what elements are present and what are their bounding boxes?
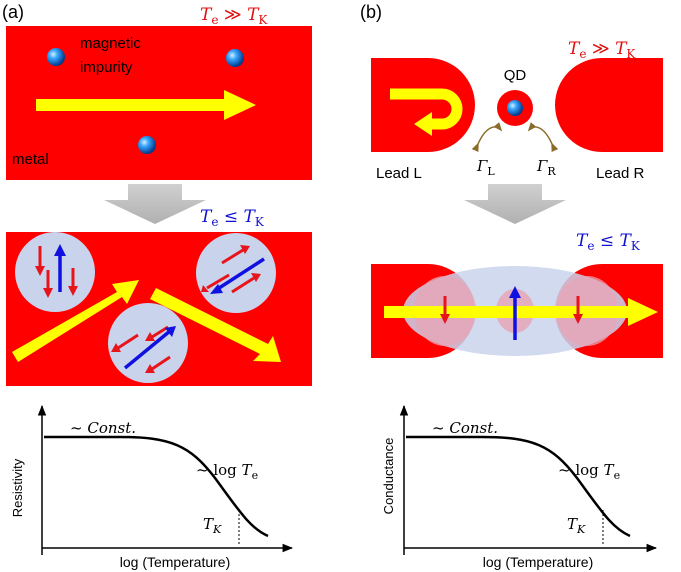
transmitted-electron-arrow [384, 298, 658, 326]
quantum-dot-label: QD [504, 67, 527, 84]
magnetic-impurity-label-line1: magnetic [80, 35, 141, 52]
cooling-arrow-a [104, 184, 206, 224]
reflected-arrow-head [414, 112, 432, 136]
scattered-electron-arrow-in [12, 280, 139, 362]
resistivity-plot: Resistivity log (Temperature) ~ Const. ~… [10, 404, 294, 570]
impurity-ball [226, 49, 244, 67]
impurity-ball [47, 48, 65, 66]
const-annotation: ~ Const. [70, 419, 136, 437]
log-annotation: ~ log Te [558, 461, 620, 482]
magnetic-impurity-label-line2: impurity [80, 59, 133, 76]
tk-annotation: TK [203, 515, 222, 536]
cooling-arrow-b [464, 184, 566, 224]
spin-lead-right [573, 296, 583, 324]
gamma-l-label: ΓL [476, 157, 495, 178]
temp-condition-a-mid: Te ≤ TK [200, 207, 265, 229]
conductance-plot: Conductance log (Temperature) ~ Const. ~… [381, 404, 658, 570]
temp-condition-a-top: Te ≫ TK [200, 5, 268, 27]
kondo-cloud [196, 233, 276, 313]
spin-cluster-1 [35, 244, 78, 298]
kondo-cloud [108, 303, 188, 383]
temp-condition-b-mid: Te ≤ TK [576, 231, 641, 253]
metal-label: metal [12, 151, 49, 168]
lead-right-label: Lead R [596, 165, 645, 182]
scattered-electron-arrow-out [150, 288, 281, 362]
impurity-ball [138, 136, 156, 154]
y-axis-label: Conductance [381, 438, 396, 515]
x-axis-label: log (Temperature) [483, 554, 594, 570]
resistivity-curve [44, 435, 269, 538]
x-axis-label: log (Temperature) [120, 554, 231, 570]
log-annotation: ~ log Te [196, 461, 258, 482]
tk-annotation: TK [567, 515, 586, 536]
spin-cluster-3 [111, 325, 176, 373]
tunneling-arrow-left [471, 122, 503, 153]
panel-b-label: (b) [360, 2, 382, 22]
conduction-electron-arrow [36, 90, 256, 120]
spin-dot [509, 286, 521, 340]
lead-left-label: Lead L [376, 165, 422, 182]
reflected-electron-arrow [390, 88, 463, 130]
spin-cluster-2 [201, 245, 265, 294]
spin-lead-left [440, 296, 450, 324]
dot-spin-ball [507, 100, 523, 116]
const-annotation: ~ Const. [432, 419, 498, 437]
lead-left-high-temp [371, 58, 475, 152]
kondo-cloud [15, 232, 95, 312]
y-axis-label: Resistivity [10, 458, 25, 517]
lead-right-high-temp [555, 58, 663, 152]
temp-condition-b-top: Te ≫ TK [568, 39, 636, 61]
conductance-curve [406, 435, 631, 538]
gamma-r-label: ΓR [536, 157, 556, 178]
panel-a-label: (a) [2, 2, 24, 22]
tunneling-arrow-right [527, 122, 559, 153]
